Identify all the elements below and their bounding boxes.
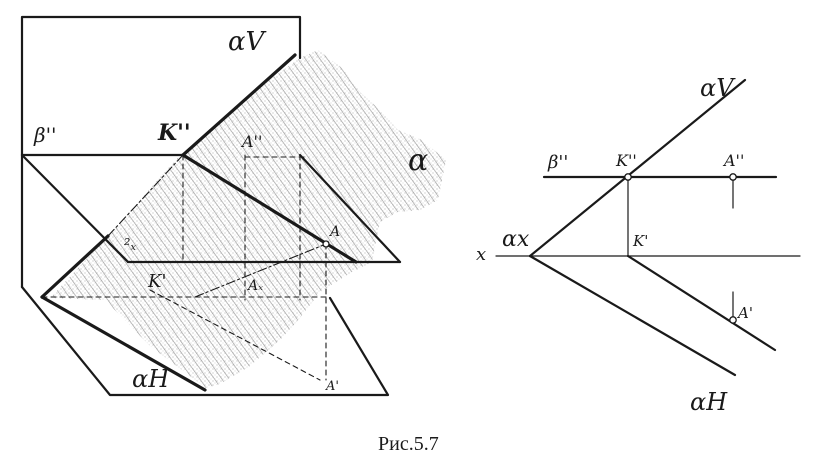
label-x-right: x [476, 244, 486, 265]
label-alpha-h-left: αH [132, 365, 170, 393]
label-a2-right: A'' [722, 151, 744, 170]
frontal-plane-frame [20, 15, 302, 289]
label-ax-left: Aₓ [246, 278, 263, 294]
orthographic-drawing: αV β'' K'' A'' x αx K' A' αH [476, 74, 801, 416]
label-a-left: A [328, 224, 340, 240]
auxiliary-line [194, 243, 327, 298]
label-alpha-v-left: αV [228, 27, 267, 57]
label-alpha-x-right: αx [502, 227, 530, 252]
label-small-mark-left: ²ₓ [124, 235, 136, 254]
point-a1-right [729, 316, 737, 324]
figure-caption: Рис.5.7 [378, 433, 439, 455]
point-a-left [322, 240, 330, 248]
plane-beta-front-edge [20, 153, 130, 264]
axonometric-drawing: αV β'' K'' A'' α ²ₓ K' Aₓ A A' αH [20, 15, 446, 397]
plane-beta-right-edge [298, 153, 402, 264]
label-alpha-left: α [408, 143, 428, 178]
trace-alpha-h [40, 295, 207, 392]
point-a2-right [729, 173, 737, 181]
projection-line-k1 [149, 289, 321, 381]
trace-alpha-v-lower [40, 234, 110, 299]
label-k2-right: K'' [615, 151, 637, 170]
label-k1-left: K' [147, 271, 166, 292]
trace-alpha-h-right [528, 254, 737, 377]
label-alpha-h-right: αH [690, 388, 728, 416]
label-a1-left: A' [325, 379, 339, 394]
label-alpha-v-right: αV [700, 74, 736, 102]
trace-alpha-v-right [528, 78, 747, 258]
label-k2-left: K'' [157, 120, 191, 146]
trace-alpha-v [181, 53, 297, 157]
label-k1-right: K' [632, 232, 648, 250]
point-k2-right [624, 173, 632, 181]
label-beta-left: β'' [33, 123, 57, 147]
plane-alpha-stipple [50, 50, 446, 388]
label-a1-right: A' [736, 304, 753, 322]
projection-line-k-diag [107, 154, 184, 237]
label-beta-right: β'' [547, 152, 568, 173]
label-a2-left: A'' [240, 132, 262, 151]
horizontal-plane-frame [20, 285, 390, 397]
horizontal-projection-k1 [626, 254, 777, 352]
